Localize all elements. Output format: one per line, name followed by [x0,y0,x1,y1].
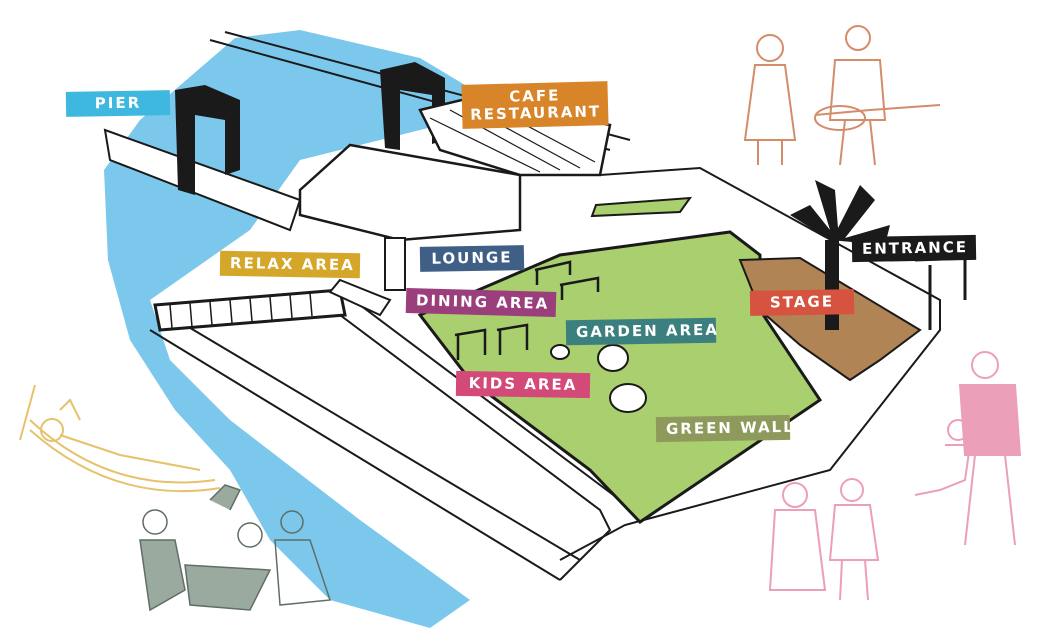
pier-label[interactable]: PIER [65,90,171,117]
green-wall-strip [590,196,693,218]
stage-label-text: STAGE [769,292,835,312]
friends-toasting-illustration [139,484,332,612]
family-illustration [768,351,1022,601]
relax-area-label-text: RELAX AREA [229,253,355,275]
garden-furniture [454,260,600,360]
entrance-label-text: ENTRANCE [861,238,969,258]
hammock-illustration [19,384,221,493]
entrance-label[interactable]: ENTRANCE [851,234,977,263]
lounge-label-text: LOUNGE [431,248,513,268]
garden-area-label[interactable]: GARDEN AREA [565,317,720,346]
stage-label[interactable]: STAGE [749,289,855,316]
pier-structure [103,62,445,332]
pier-label-text: PIER [94,93,142,113]
kids-play-objects [550,344,647,413]
relax-area-label[interactable]: RELAX AREA [219,250,361,279]
garden-area-label-text: GARDEN AREA [575,320,720,342]
dining-area-label[interactable]: DINING AREA [405,288,557,317]
dining-area-label-text: DINING AREA [415,291,550,313]
musicians-illustration [743,25,941,166]
plaza [559,166,941,561]
entrance-gate [914,255,971,330]
cafe-restaurant-label[interactable]: CAFE RESTAURANT [461,81,609,129]
cafe-label-line2: RESTAURANT [469,102,602,124]
green-wall-label[interactable]: GREEN WALL [655,414,795,443]
green-wall-label-text: GREEN WALL [665,417,795,438]
kids-area-label-text: KIDS AREA [468,374,578,394]
kids-area-label[interactable]: KIDS AREA [455,370,591,399]
lounge-label[interactable]: LOUNGE [419,245,525,272]
